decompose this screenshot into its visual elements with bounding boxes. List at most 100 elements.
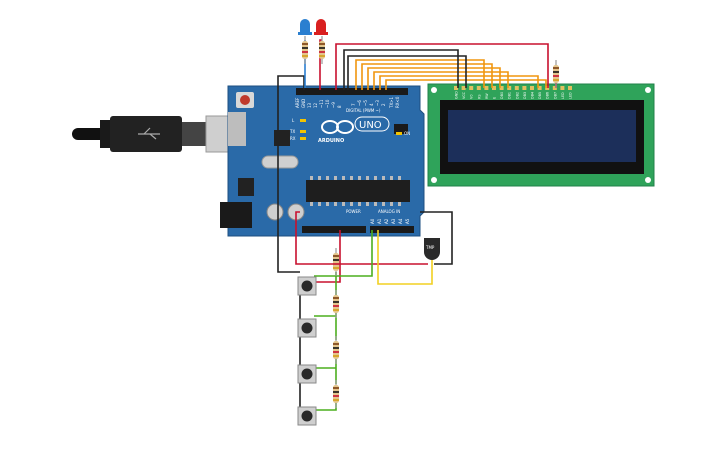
led-red-rim <box>314 32 328 35</box>
push-button[interactable] <box>297 364 317 384</box>
resistor-band <box>553 75 559 77</box>
resistor[interactable] <box>333 336 339 364</box>
pin-label-a4: A4 <box>398 218 403 224</box>
arduino-logo-icon <box>321 120 354 134</box>
led-red[interactable] <box>314 19 328 35</box>
resistor-body <box>333 253 339 271</box>
led-tx-indicator <box>300 130 306 133</box>
reset-button[interactable] <box>240 95 250 105</box>
lcd-pin[interactable] <box>469 86 474 90</box>
pin-label-5: ~5 <box>363 100 368 106</box>
temperature-sensor[interactable]: TMP <box>424 238 440 260</box>
pin-label-9: ~9 <box>331 102 336 108</box>
analog-pin-labels: A0 A1 A2 A3 A4 A5 <box>370 218 410 224</box>
resistor-band <box>333 395 339 397</box>
resistor[interactable] <box>319 36 325 64</box>
wire-d7 <box>355 59 485 90</box>
icsp-header <box>394 124 408 134</box>
lcd-mount-hole-tl <box>431 87 437 93</box>
resistor-body <box>333 295 339 313</box>
sensor-body <box>424 238 440 260</box>
label-on: ON <box>404 131 410 136</box>
lcd-pin-label: V0 <box>470 95 474 99</box>
lcd-pin[interactable] <box>552 86 557 90</box>
resistor[interactable] <box>333 290 339 318</box>
resistor-band <box>333 347 339 349</box>
push-button[interactable] <box>297 406 317 426</box>
lcd-pin-label: RW <box>485 93 489 99</box>
lcd-pin[interactable] <box>507 86 512 90</box>
lcd-pin[interactable] <box>499 86 504 90</box>
resistor-body <box>553 65 559 83</box>
lcd-pin-label: DB4 <box>531 92 535 99</box>
push-button-cap <box>301 368 313 380</box>
atmega-chip <box>306 180 410 202</box>
lcd-pin-label: VCC <box>462 91 466 99</box>
wire-d5 <box>367 67 501 90</box>
wire-green-2 <box>314 312 337 340</box>
resistor[interactable] <box>333 380 339 408</box>
pin-label-a1: A1 <box>377 218 382 224</box>
resistor-band <box>333 263 339 265</box>
resistor-band <box>553 71 559 73</box>
pin-label-11: ~11 <box>319 99 324 108</box>
wire-gnd-sensor <box>420 211 453 265</box>
lcd-pin[interactable] <box>484 86 489 90</box>
resistor-band <box>302 43 308 45</box>
power-label: POWER <box>346 209 361 214</box>
resistor-band <box>319 55 325 57</box>
wire-lcd-rw <box>347 55 467 90</box>
push-button[interactable] <box>297 276 317 296</box>
lcd-pin[interactable] <box>560 86 565 90</box>
pin-label-4: 4 <box>369 103 374 106</box>
chip-pins <box>310 176 401 206</box>
lcd-pin[interactable] <box>492 86 496 90</box>
wire-d3 <box>379 75 539 90</box>
push-buttons <box>297 276 317 426</box>
lcd-pin-label: DB2 <box>515 92 519 99</box>
lcd-pin-label: DB7 <box>553 92 557 99</box>
lcd-pin[interactable] <box>568 86 572 90</box>
lcd-pin-label: DB5 <box>538 92 542 99</box>
lcd-pin-label: LED <box>569 92 573 99</box>
wire-lcd-vcc <box>335 43 549 90</box>
usb-plug-neck <box>182 122 208 146</box>
lcd-pin[interactable] <box>476 86 481 90</box>
push-button-cap <box>301 410 313 422</box>
resistor-band <box>333 255 339 257</box>
voltage-regulator <box>238 178 254 196</box>
lcd-pin[interactable] <box>530 86 534 90</box>
pin-label-gnd: GND <box>301 99 306 108</box>
crystal-oscillator <box>261 155 299 169</box>
resistor[interactable] <box>302 36 308 64</box>
lcd-pin[interactable] <box>461 86 466 90</box>
label-tx: TX <box>289 129 295 134</box>
power-header <box>302 226 366 233</box>
lcd-pin[interactable] <box>522 86 527 90</box>
led-on-indicator <box>396 132 402 135</box>
lcd-pin[interactable] <box>514 86 519 90</box>
usb-chip <box>274 130 290 146</box>
pin-label-aref: AREF <box>295 97 300 108</box>
pin-label-6: ~6 <box>357 100 362 106</box>
pin-label-3: ~3 <box>375 100 380 106</box>
resistor-band <box>302 47 308 49</box>
lcd-pin[interactable] <box>537 86 542 90</box>
lcd-pin[interactable] <box>454 86 458 90</box>
lcd-pin-label: GND <box>455 91 459 99</box>
lcd-pin-label: DB6 <box>546 92 550 99</box>
push-button[interactable] <box>297 318 317 338</box>
led-blue-body <box>300 19 310 32</box>
resistor[interactable] <box>333 248 339 276</box>
arduino-board[interactable]: L TX RX ON ARDUINO UNO DIGITAL (PWM ~) P… <box>220 85 425 237</box>
resistor-band <box>333 343 339 345</box>
lcd-mount-hole-bl <box>431 177 437 183</box>
resistor[interactable] <box>553 60 559 88</box>
pin-label-a3: A3 <box>391 218 396 224</box>
wire-green-3 <box>314 358 337 384</box>
led-l-indicator <box>300 119 306 122</box>
led-blue[interactable] <box>298 19 312 35</box>
